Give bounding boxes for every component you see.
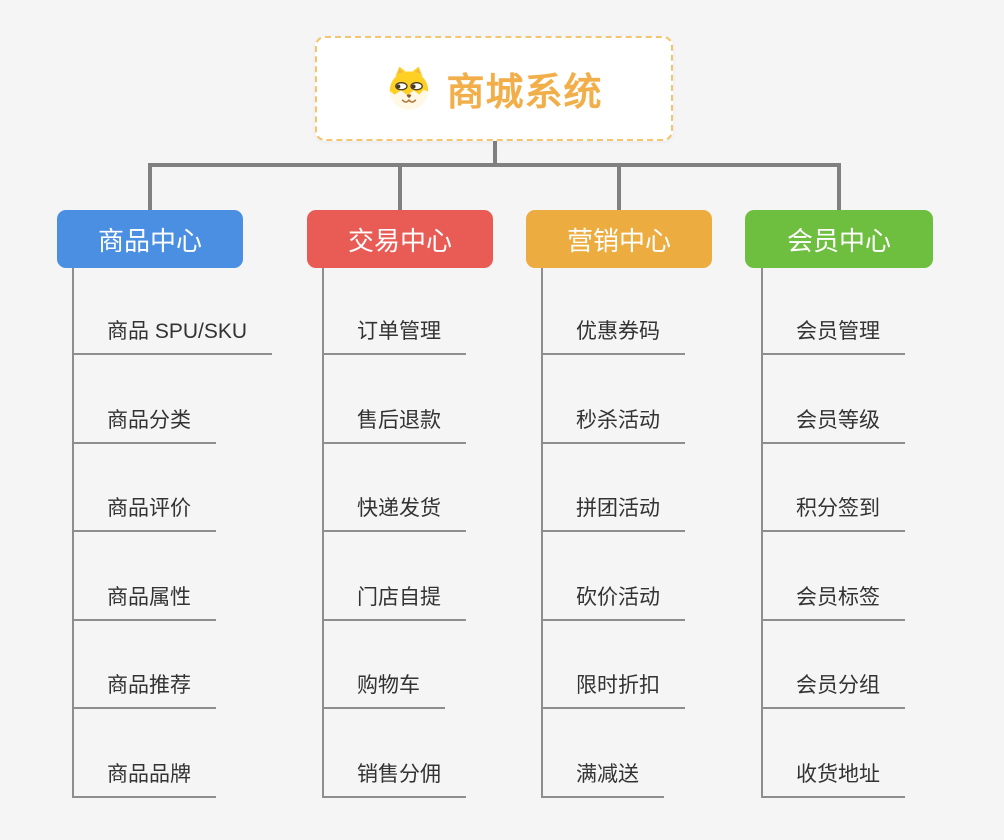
branch-node-marketing-center[interactable]: 营销中心 (526, 210, 712, 268)
leaf-node[interactable]: 限时折扣 (543, 671, 685, 709)
leaf-node[interactable]: 商品推荐 (74, 671, 216, 709)
leaf-node[interactable]: 商品属性 (74, 583, 216, 621)
doge-icon (390, 66, 429, 110)
root-title: 商城系统 (446, 72, 603, 114)
connector-drop-member (837, 163, 841, 210)
leaf-node[interactable]: 快递发货 (324, 494, 466, 532)
leaf-node[interactable]: 积分签到 (763, 494, 905, 532)
leaf-node[interactable]: 会员分组 (763, 671, 905, 709)
leaf-node[interactable]: 售后退款 (324, 406, 466, 444)
leaf-node[interactable]: 购物车 (324, 671, 445, 709)
connector-horizontal (148, 163, 841, 167)
branch-node-product-center[interactable]: 商品中心 (57, 210, 243, 268)
leaf-node[interactable]: 会员标签 (763, 583, 905, 621)
leaf-node[interactable]: 砍价活动 (543, 583, 685, 621)
branch-line-product-center: 商品 SPU/SKU 商品分类 商品评价 商品属性 商品推荐 商品品牌 (72, 268, 273, 798)
branch-node-trade-center[interactable]: 交易中心 (307, 210, 493, 268)
branch-label: 商品中心 (97, 225, 202, 256)
leaf-node[interactable]: 销售分佣 (324, 760, 466, 798)
leaf-node[interactable]: 商品分类 (74, 406, 216, 444)
leaf-node[interactable]: 秒杀活动 (543, 406, 685, 444)
branch-node-member-center[interactable]: 会员中心 (745, 210, 933, 268)
branch-label: 营销中心 (566, 225, 671, 256)
leaf-node[interactable]: 门店自提 (324, 583, 466, 621)
leaf-node[interactable]: 商品评价 (74, 494, 216, 532)
leaf-node[interactable]: 满减送 (543, 760, 664, 798)
connector-drop-product (148, 163, 152, 210)
leaf-node[interactable]: 拼团活动 (543, 494, 685, 532)
leaf-node[interactable]: 会员管理 (763, 317, 905, 355)
connector-root-stub (493, 141, 497, 167)
branch-line-member-center: 会员管理 会员等级 积分签到 会员标签 会员分组 收货地址 (761, 268, 905, 798)
branch-line-trade-center: 订单管理 售后退款 快递发货 门店自提 购物车 销售分佣 (322, 268, 466, 798)
connector-drop-trade (398, 163, 402, 210)
branch-label: 交易中心 (347, 225, 452, 256)
branch-line-marketing-center: 优惠券码 秒杀活动 拼团活动 砍价活动 限时折扣 满减送 (541, 268, 685, 798)
leaf-node[interactable]: 订单管理 (324, 317, 466, 355)
connector-drop-marketing (617, 163, 621, 210)
root-node[interactable]: 商城系统 (315, 36, 673, 141)
leaf-node[interactable]: 会员等级 (763, 406, 905, 444)
leaf-node[interactable]: 优惠券码 (543, 317, 685, 355)
branch-label: 会员中心 (786, 225, 891, 256)
leaf-node[interactable]: 商品 SPU/SKU (74, 317, 273, 355)
leaf-node[interactable]: 收货地址 (763, 760, 905, 798)
leaf-node[interactable]: 商品品牌 (74, 760, 216, 798)
